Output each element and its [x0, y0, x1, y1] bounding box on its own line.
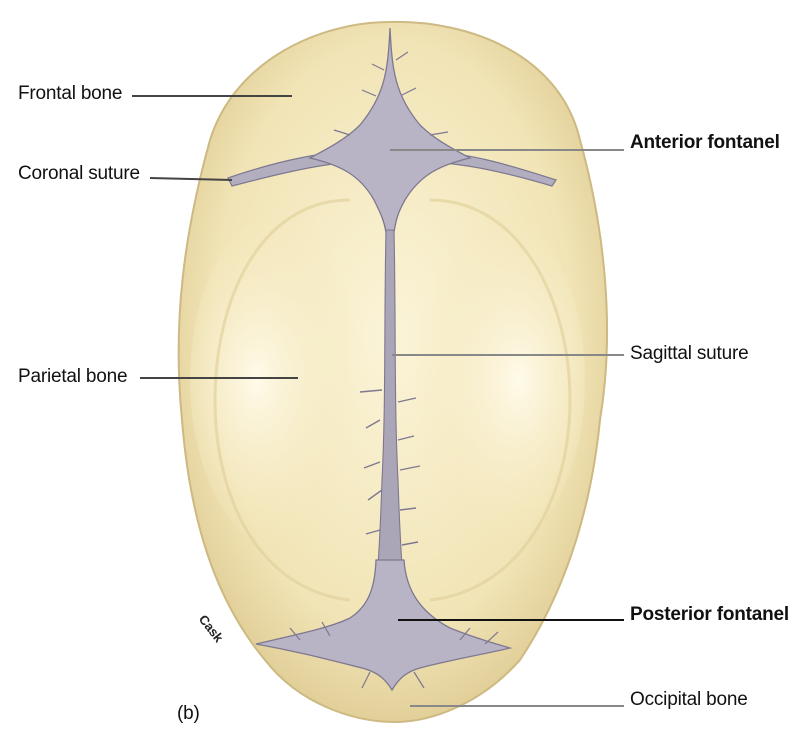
- panel-label: (b): [177, 703, 200, 725]
- label-sagittal-suture: Sagittal suture: [630, 343, 748, 365]
- right-parietal-highlight: [395, 210, 585, 550]
- label-frontal-bone: Frontal bone: [18, 83, 122, 105]
- label-posterior-fontanel: Posterior fontanel: [630, 604, 789, 626]
- label-parietal-bone: Parietal bone: [18, 366, 127, 388]
- left-parietal-highlight: [190, 210, 380, 550]
- label-coronal-suture: Coronal suture: [18, 163, 140, 185]
- label-occipital-bone: Occipital bone: [630, 689, 748, 711]
- label-anterior-fontanel: Anterior fontanel: [630, 132, 780, 154]
